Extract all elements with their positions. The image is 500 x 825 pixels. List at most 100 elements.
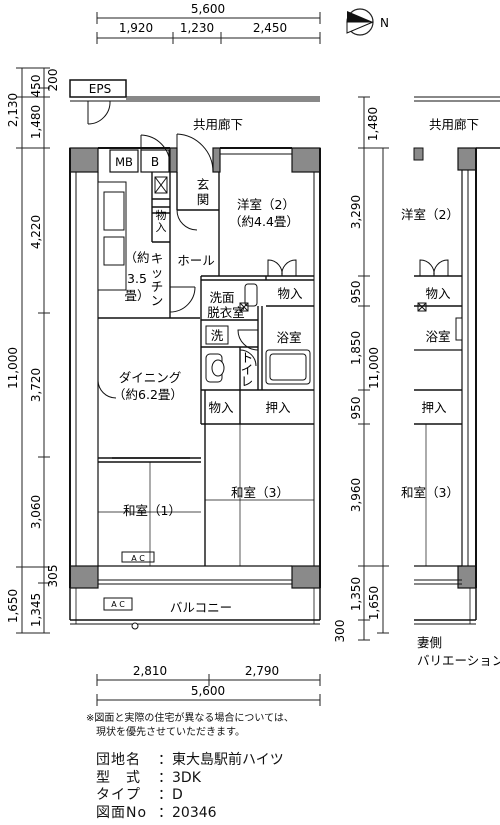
eps-label: EPS [89, 82, 111, 96]
ac-label-room: A C [131, 554, 145, 563]
top-dim-3: 2,450 [253, 21, 287, 35]
bottom-total-dim: 5,600 [191, 684, 225, 698]
ac-label-balcony: A C [111, 600, 125, 609]
right-dim-labels: 1,480 3,290 950 1,850 11,000 950 3,960 1… [333, 107, 381, 643]
right-dim-950b: 950 [349, 397, 363, 420]
top-dim-2: 1,230 [180, 21, 214, 35]
toilet-char-1: ト [241, 350, 254, 365]
storage-small-1: 物 [156, 208, 167, 222]
entrance-door [140, 133, 214, 173]
left-dim-3060: 3,060 [29, 495, 43, 529]
right-dim-3960: 3,960 [349, 478, 363, 512]
right-dim-1350: 1,350 [349, 577, 363, 611]
storage-small-2: 入 [156, 221, 167, 234]
variation-japanese-label: 和室（3） [401, 485, 459, 500]
kitchen-char-2: ッ [151, 265, 164, 280]
info-row-drawing-no: 図面No：20346 [96, 804, 217, 821]
kitchen-char-4: ン [151, 293, 164, 308]
entrance-label-1: 玄 [197, 177, 210, 192]
info-key: タイプ [96, 787, 141, 803]
variation-closet-label: 押入 [421, 400, 447, 415]
top-dimensions [96, 12, 321, 44]
info-row-type: 型 式：3DK [96, 769, 201, 786]
left-dim-305: 305 [46, 565, 60, 588]
top-total-dim: 5,600 [191, 2, 225, 16]
left-dim-1480: 1,480 [29, 105, 43, 139]
right-dim-3290: 3,290 [349, 195, 363, 229]
entrance-label-2: 関 [197, 192, 210, 207]
bottom-dim-1: 2,810 [133, 664, 167, 678]
toilet-char-3: レ [241, 374, 254, 389]
japanese-room-3-label: 和室（3） [231, 485, 289, 500]
info-value: D [172, 787, 183, 803]
info-row-complex: 団地名：東大島駅前ハイツ [96, 752, 284, 768]
toilet-char-2: イ [241, 362, 254, 377]
closet-label: 押入 [265, 400, 291, 415]
top-dim-1: 1,920 [119, 21, 153, 35]
balcony-label: バルコニー [170, 600, 232, 615]
disclaimer-note: ※図面と実際の住宅が異なる場合については、 現状を優先させていただきます。 [86, 712, 294, 740]
wash-label: 洗 [211, 328, 224, 343]
bath-label: 浴室 [276, 330, 301, 345]
dining-label: ダイニング [119, 370, 182, 385]
variation-corridor-label: 共用廊下 [429, 117, 479, 132]
right-dim-300: 300 [333, 620, 347, 643]
left-dim-3720: 3,720 [29, 368, 43, 402]
variation-western-label: 洋室（2） [401, 207, 459, 222]
kitchen-char-3: チ [151, 279, 164, 294]
bottom-dimensions [96, 674, 321, 706]
washroom-label-2: 脱衣室 [207, 305, 245, 320]
info-value: 3DK [172, 769, 201, 786]
compass-icon [346, 8, 374, 36]
corridor-label: 共用廊下 [193, 117, 243, 132]
room-labels: 玄 関 物 入 洋室（2） （約4.4畳） キ ッ チ ン （約 3.5 畳） … [113, 177, 303, 615]
left-dim-1650: 1,650 [6, 589, 20, 623]
left-total-dim: 11,000 [6, 347, 20, 389]
left-dim-labels: 200 450 2,130 1,480 4,220 11,000 3,720 3… [6, 69, 60, 628]
info-value: 20346 [172, 804, 217, 821]
dining-size: （約6.2畳） [113, 387, 183, 402]
right-dim-950a: 950 [349, 281, 363, 304]
variation-labels: 共用廊下 洋室（2） 物入 浴室 押入 和室（3） 妻側 バリエーション [401, 117, 500, 668]
mb-b-boxes [109, 149, 170, 173]
right-dim-1480: 1,480 [366, 107, 380, 141]
kitchen-char-1: キ [151, 251, 164, 266]
variation-plan [413, 96, 500, 625]
hall-label: ホール [177, 253, 215, 268]
right-total-dim: 11,000 [367, 347, 381, 389]
compass-label: N [380, 16, 389, 30]
left-dim-450: 450 [29, 75, 43, 98]
variation-caption-2: バリエーション [417, 653, 500, 668]
bottom-dim-2: 2,790 [245, 664, 279, 678]
note-line-1: ※図面と実際の住宅が異なる場合については、 [86, 713, 294, 724]
info-row-variant: タイプ：D [96, 787, 183, 803]
variation-bath-label: 浴室 [425, 329, 450, 344]
kitchen-size-2: 3.5 [127, 271, 147, 286]
note-line-2: 現状を優先させていただきます。 [96, 727, 245, 738]
variation-caption-1: 妻側 [417, 635, 442, 650]
western-room-label: 洋室（2） [237, 197, 295, 212]
info-key: 図面No [96, 804, 148, 821]
fixtures [97, 176, 311, 540]
left-dim-1345: 1,345 [29, 593, 43, 627]
info-key: 型 式 [96, 769, 141, 786]
tatami-lines [98, 424, 314, 566]
right-dim-1650: 1,650 [367, 586, 381, 620]
wall-lines [69, 147, 321, 588]
left-dimensions [16, 67, 50, 634]
japanese-room-1-label: 和室（1） [123, 503, 181, 518]
right-dimensions [358, 96, 389, 641]
kitchen-size-3: 畳） [124, 288, 149, 303]
washroom-label-1: 洗面 [209, 290, 234, 305]
right-dim-1850: 1,850 [349, 331, 363, 365]
storage-label-closet: 物入 [208, 400, 234, 415]
info-key: 団地名 [96, 752, 141, 768]
left-dim-4220: 4,220 [29, 215, 43, 249]
variation-storage-label: 物入 [425, 286, 451, 301]
eps-area [69, 79, 320, 125]
balcony [69, 551, 321, 630]
storage-label-west: 物入 [277, 286, 303, 301]
left-dim-2130: 2,130 [6, 93, 20, 127]
left-dim-200: 200 [46, 69, 60, 92]
